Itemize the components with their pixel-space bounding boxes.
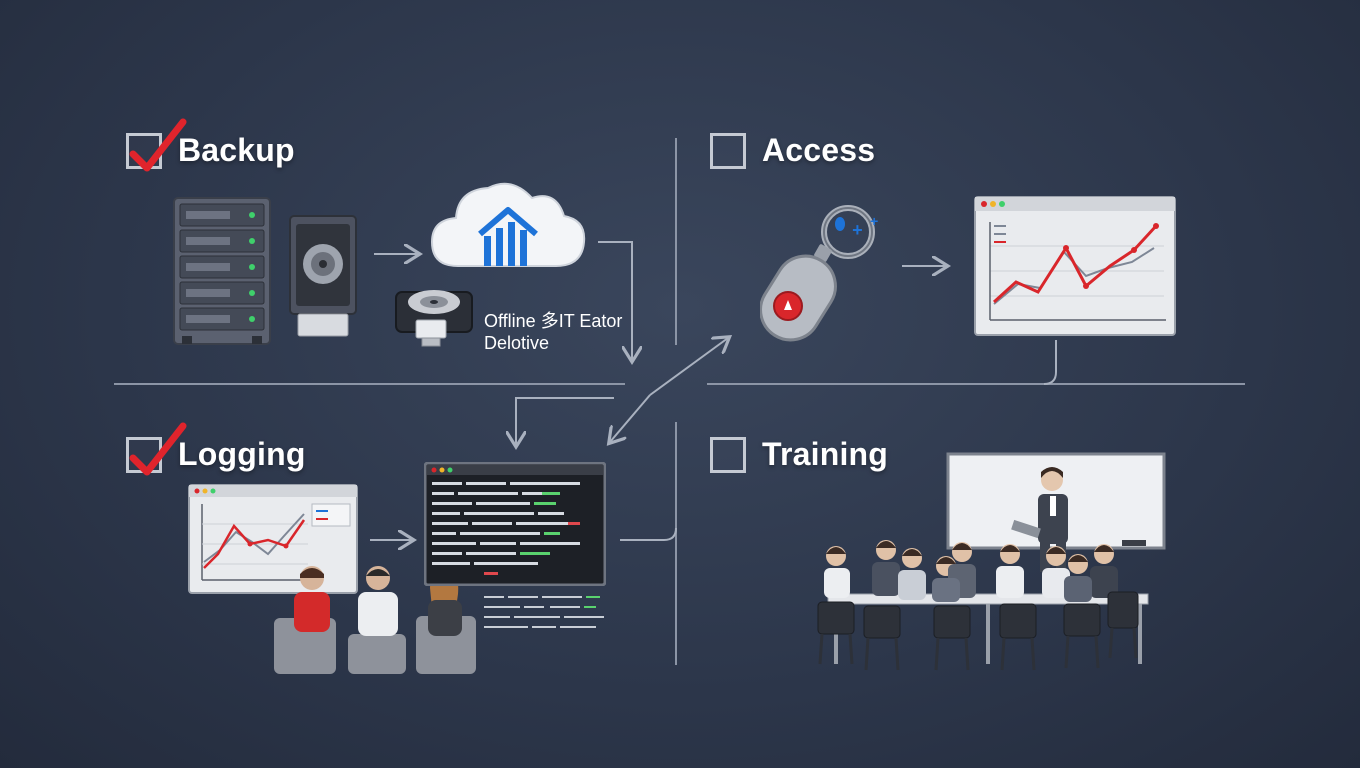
backup-heading: Backup [126, 118, 295, 171]
hard-drive-icon [289, 215, 357, 337]
backup-caption-line2: Delotive [484, 333, 550, 353]
usb-drive-icon [415, 319, 447, 347]
arrow-to-terminal-down [516, 397, 614, 445]
code-snippet-icon [484, 596, 604, 628]
logging-label: Logging [178, 436, 306, 472]
logging-heading: Logging [126, 422, 306, 475]
arrow-cloud-down [598, 241, 632, 360]
key-fob-icon: + + [760, 205, 878, 342]
line-chart-window-icon [974, 196, 1176, 336]
backup-caption: Offline 多IT Eator Delotive [484, 310, 622, 354]
svg-text:+: + [852, 222, 863, 242]
checkmark-icon [129, 118, 187, 171]
access-label: Access [762, 132, 876, 168]
svg-text:+: + [870, 215, 878, 231]
arrow-diagonal-up [649, 338, 728, 396]
training-heading: Training [710, 436, 888, 473]
backup-label: Backup [178, 132, 295, 168]
training-classroom-icon [817, 452, 1166, 671]
training-checkbox[interactable] [710, 436, 746, 473]
cloud-backup-icon [430, 182, 586, 267]
connector-terminal-right [620, 527, 677, 541]
arrow-chart-connector [1043, 340, 1057, 385]
code-terminal-icon [424, 462, 606, 586]
backup-caption-line1: Offline 多IT Eator [484, 311, 623, 331]
training-label: Training [762, 436, 889, 472]
server-rack-icon [173, 197, 271, 345]
access-checkbox[interactable] [710, 132, 746, 169]
people-icon [274, 566, 476, 674]
checkmark-icon [129, 422, 187, 475]
backup-checkbox[interactable] [126, 118, 187, 171]
arrow-diagonal-down [610, 394, 651, 442]
external-disk-icon [395, 290, 473, 333]
log-chart-window-icon [188, 484, 358, 594]
access-heading: Access [710, 132, 875, 169]
logging-checkbox[interactable] [126, 422, 187, 475]
